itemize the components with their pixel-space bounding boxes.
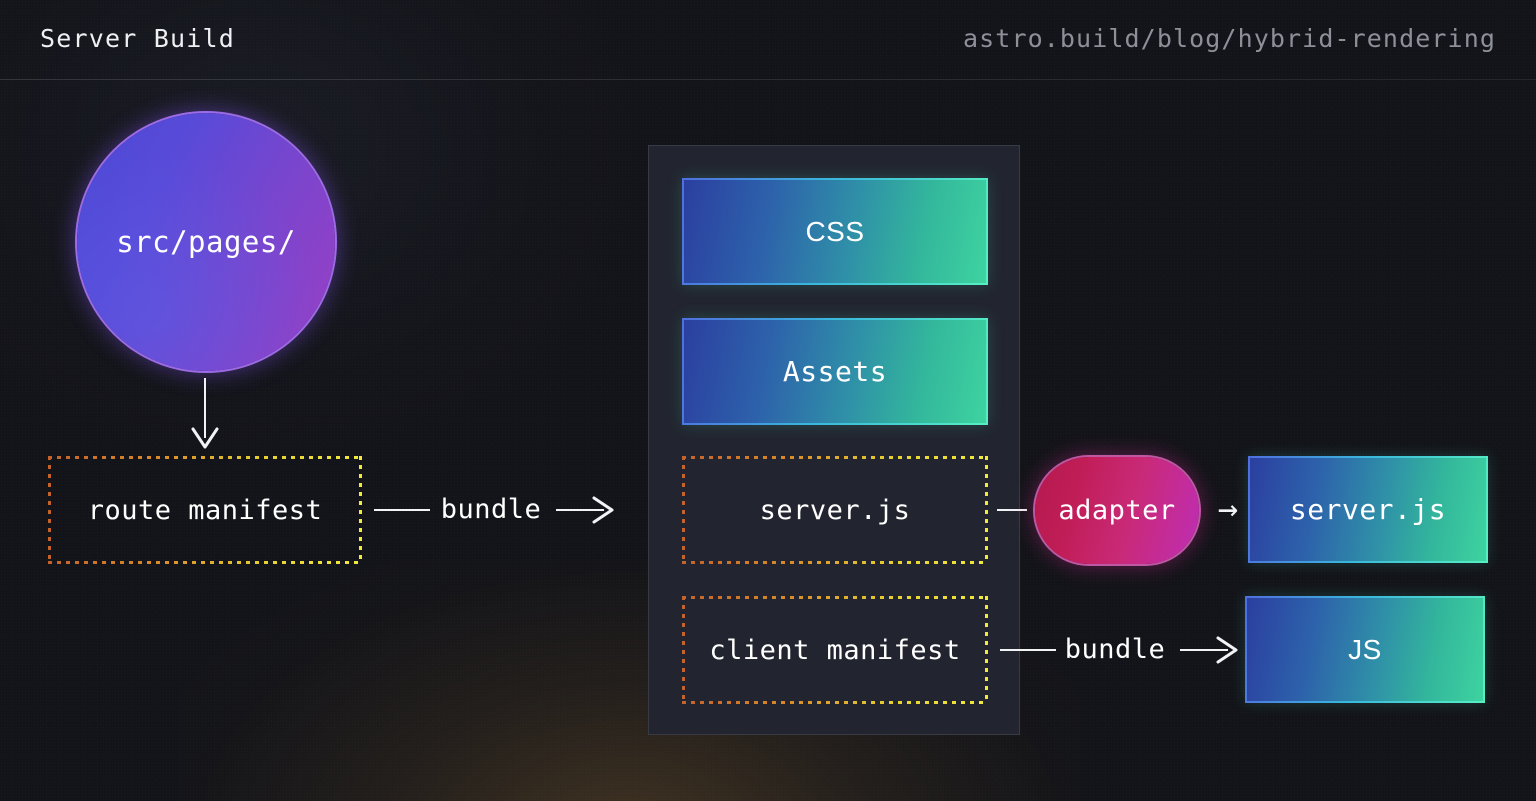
node-assets[interactable]: Assets — [682, 318, 988, 425]
node-css-label: CSS — [805, 215, 865, 247]
node-js-output-label: JS — [1348, 633, 1382, 665]
header-divider — [0, 79, 1536, 80]
node-server-js-internal[interactable] — [682, 456, 988, 564]
node-server-js-output[interactable]: server.js — [1248, 456, 1488, 563]
node-src-pages[interactable]: src/pages/ — [77, 113, 335, 371]
dash-icon — [997, 509, 1027, 511]
arrow-right-icon — [592, 496, 614, 524]
header-bar: Server Build astro.build/blog/hybrid-ren… — [0, 0, 1536, 80]
node-css[interactable]: CSS — [682, 178, 988, 285]
arrow-down-shaft — [204, 378, 206, 438]
node-assets-label: Assets — [782, 355, 888, 388]
bundle-client-line-left — [1000, 649, 1056, 651]
node-adapter[interactable]: adapter — [1035, 457, 1199, 564]
node-server-js-output-label: server.js — [1289, 493, 1447, 526]
bundle-client-label: bundle — [1064, 633, 1166, 665]
bundle-route-line-left — [374, 509, 430, 511]
node-src-pages-label: src/pages/ — [116, 225, 296, 259]
node-adapter-label: adapter — [1058, 495, 1176, 526]
page-title: Server Build — [40, 24, 236, 53]
node-client-manifest[interactable] — [682, 596, 988, 704]
arrow-right-client-icon — [1216, 636, 1238, 664]
bundle-client-line-right — [1180, 649, 1228, 651]
bundle-route-line-right — [556, 509, 604, 511]
arrow-down-icon — [191, 427, 219, 449]
node-route-manifest[interactable] — [48, 456, 362, 564]
arrow-right-adapter-icon: → — [1217, 489, 1239, 529]
source-url: astro.build/blog/hybrid-rendering — [963, 24, 1496, 53]
node-js-output[interactable]: JS — [1245, 596, 1485, 703]
bundle-route-label: bundle — [440, 493, 542, 525]
